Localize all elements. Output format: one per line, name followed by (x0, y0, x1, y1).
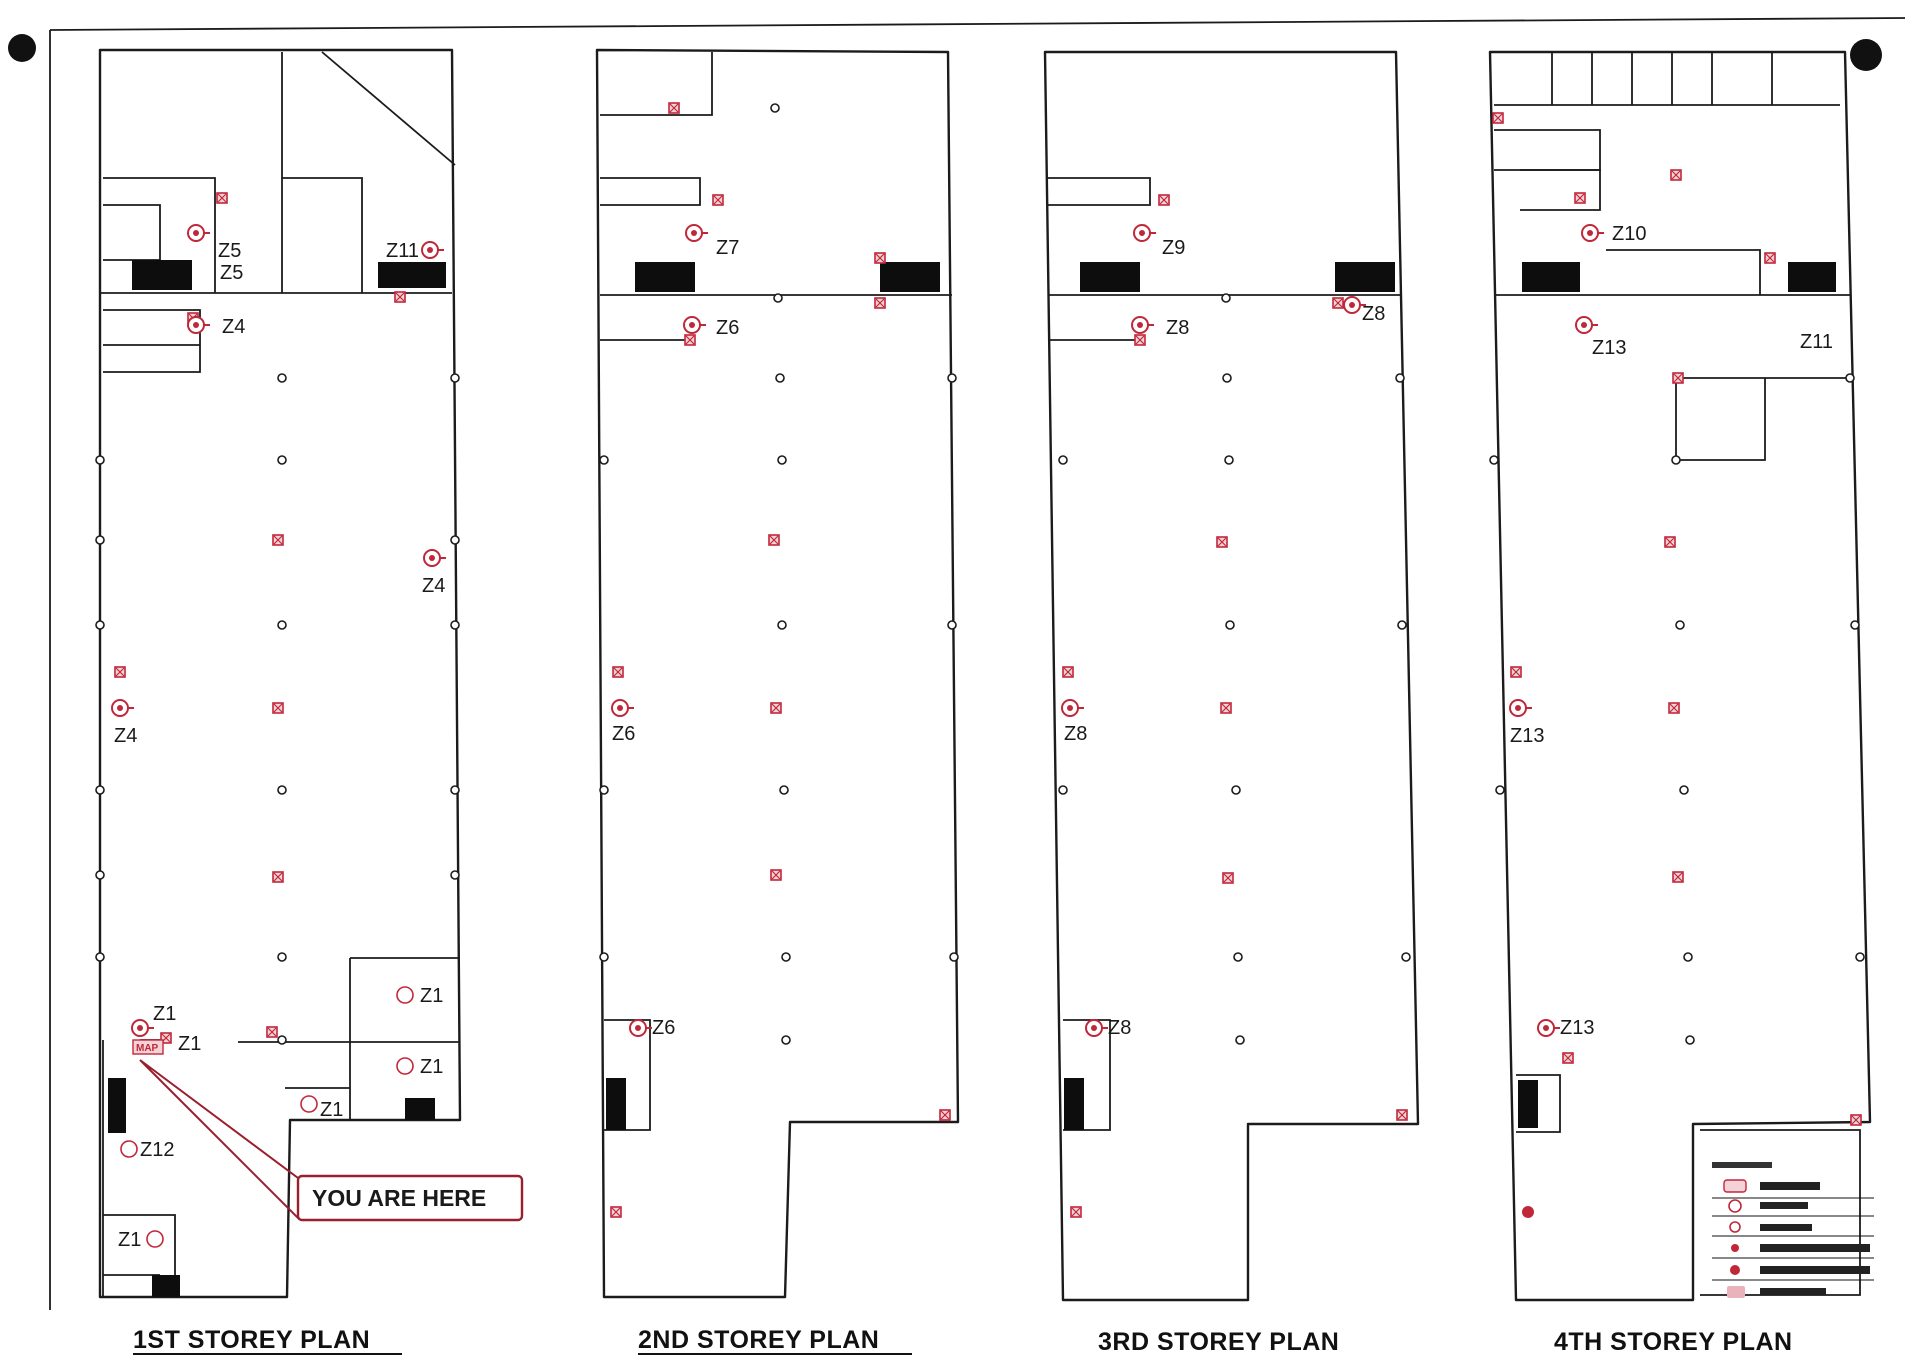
zone-label: Z11 (386, 240, 419, 262)
fire-alarm-markers (111, 192, 447, 1044)
zone-label: Z6 (612, 723, 635, 745)
columns (599, 103, 959, 1045)
map-tag (132, 1039, 164, 1055)
columns (95, 373, 460, 1045)
stair-core (1064, 1078, 1084, 1130)
legend (1712, 1162, 1874, 1298)
zone-label: Z1 (420, 1056, 443, 1078)
stair-core (152, 1275, 180, 1297)
zone-label: Z5 (220, 262, 243, 284)
plan-4th-storey: Z10 Z13 Z11 Z13 Z13 4TH STOREY PLAN (1488, 50, 1874, 1356)
columns (1058, 293, 1411, 1045)
stair-core (108, 1078, 126, 1133)
zone-label: Z11 (1800, 331, 1833, 353)
stair-core (880, 262, 940, 292)
sheet-top-edge (49, 17, 1906, 31)
you-are-here-label: YOU ARE HERE (312, 1185, 486, 1211)
zone-label: Z1 (153, 1003, 176, 1025)
stair-core (1335, 262, 1395, 292)
stair-core (635, 262, 695, 292)
zone-label: Z8 (1064, 723, 1087, 745)
stair-core (1080, 262, 1140, 292)
zone-label: Z8 (1166, 317, 1189, 339)
stair-core (405, 1098, 435, 1120)
plan-title: 4TH STOREY PLAN (1554, 1328, 1793, 1356)
zone-label: Z13 (1510, 725, 1544, 747)
zone-label: Z4 (422, 575, 445, 597)
stair-core (1788, 262, 1836, 292)
zone-label: Z13 (1560, 1017, 1594, 1039)
stair-core (378, 262, 446, 288)
zone-label: Z4 (114, 725, 137, 747)
zone-label: Z1 (178, 1033, 201, 1055)
zone-label: Z1 (320, 1099, 343, 1121)
zone-label: Z1 (420, 985, 443, 1007)
zone-label: Z7 (716, 237, 739, 259)
plan-1st-storey: Z5 Z5 Z4 Z11 Z4 Z4 Z1 Z1 Z1 Z1 Z1 Z12 Z1… (95, 48, 524, 1355)
stair-core (1522, 262, 1580, 292)
zone-label: Z4 (222, 316, 245, 338)
stair-core (132, 260, 192, 290)
stair-core (606, 1078, 626, 1130)
zone-label: Z6 (716, 317, 739, 339)
plan-title: 1ST STOREY PLAN (133, 1326, 370, 1354)
zone-label: Z5 (218, 240, 241, 262)
stair-core (1518, 1080, 1538, 1128)
plan-title: 2ND STOREY PLAN (638, 1326, 879, 1354)
plan-3rd-storey: Z9 Z8 Z8 Z8 Z8 3RD STOREY PLAN (1043, 50, 1420, 1356)
zone-label: Z12 (140, 1139, 174, 1161)
map-tag-label: MAP (136, 1043, 159, 1054)
fire-alarm-markers (1061, 194, 1408, 1218)
zone-label: Z1 (118, 1229, 141, 1251)
zone-label: Z8 (1108, 1017, 1131, 1039)
zone-label: Z10 (1612, 223, 1646, 245)
zone-label: Z6 (652, 1017, 675, 1039)
zone-label: Z8 (1362, 303, 1385, 325)
pin-hole (1850, 39, 1882, 71)
columns (1489, 373, 1865, 1045)
plan-2nd-storey: Z7 Z6 Z6 Z6 2ND STOREY PLAN (595, 48, 960, 1355)
plan-title: 3RD STOREY PLAN (1098, 1328, 1339, 1356)
pin-hole (8, 34, 36, 62)
zone-label: Z9 (1162, 237, 1185, 259)
you-are-here-box (296, 1174, 524, 1222)
sounder-icon (120, 986, 414, 1248)
zone-label: Z13 (1592, 337, 1626, 359)
